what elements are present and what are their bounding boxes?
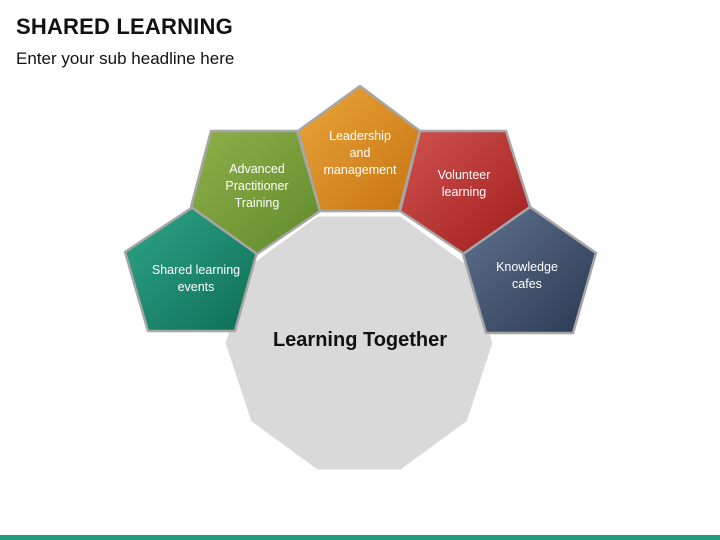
node-label-line: cafes (512, 277, 542, 291)
node-knowledge-cafes: Knowledge cafes (461, 205, 598, 335)
node-label-line: management (324, 163, 397, 177)
node-volunteer-learning: Volunteer learning (398, 129, 532, 256)
pentagon-shape (296, 84, 422, 213)
slide-subtitle: Enter your sub headline here (16, 49, 235, 68)
center-label: Learning Together (273, 329, 447, 351)
node-label-line: Shared learning (152, 263, 240, 277)
node-label-line: Advanced (229, 162, 285, 176)
pentagon-shape (461, 205, 598, 335)
node-label-line: and (350, 146, 371, 160)
pentagon-shape (189, 129, 322, 256)
node-leadership-and-management: Leadership and management (296, 84, 422, 213)
node-label-line: Leadership (329, 129, 391, 143)
slide-title: SHARED LEARNING (16, 14, 233, 39)
node-label: Volunteer learning (438, 168, 491, 199)
node-label: Shared learning events (152, 263, 240, 294)
node-label-line: Practitioner (225, 179, 288, 193)
node-label-line: learning (442, 185, 487, 199)
node-shared-learning-events: Shared learning events (123, 205, 259, 333)
node-label: Knowledge cafes (496, 260, 558, 291)
node-label-line: Volunteer (438, 168, 491, 182)
bottom-accent-bar (0, 535, 720, 540)
node-label-line: events (178, 280, 215, 294)
node-label-line: Knowledge (496, 260, 558, 274)
node-label: Leadership and management (324, 129, 397, 177)
node-label-line: Training (235, 196, 280, 210)
